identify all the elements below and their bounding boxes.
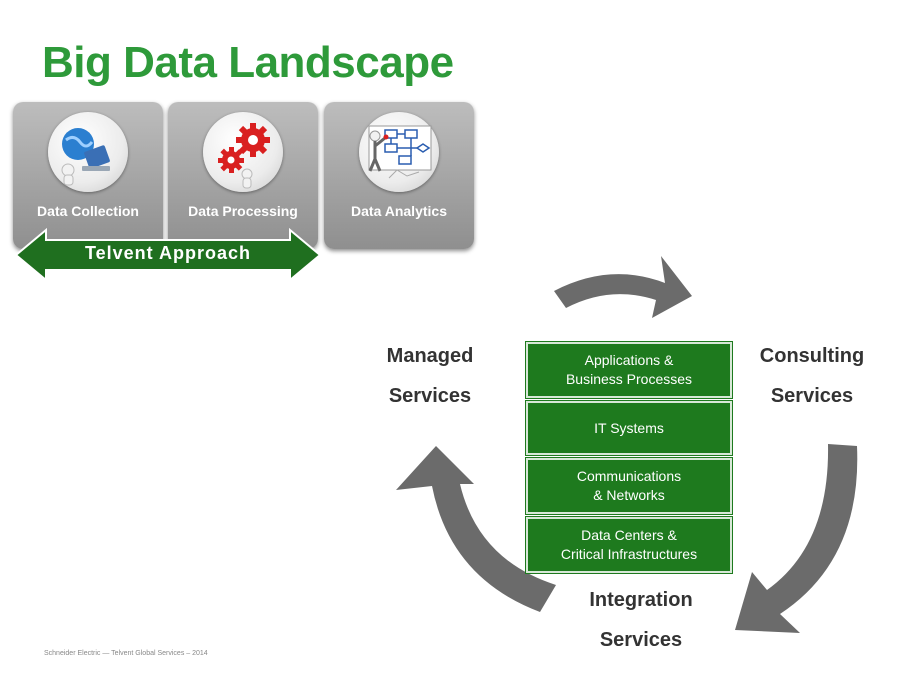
- footer-text: Schneider Electric — Telvent Global Serv…: [44, 650, 208, 657]
- cycle-arrow-top: [554, 256, 692, 318]
- page-title: Big Data Landscape: [42, 38, 454, 87]
- stack-data-centers: Data Centers &Critical Infrastructures: [526, 517, 732, 573]
- globe-laptop-icon: [48, 112, 128, 192]
- cycle-arrow-right: [735, 444, 858, 633]
- tile-data-collection: Data Collection: [13, 102, 163, 249]
- stack-it-systems: IT Systems: [526, 401, 732, 455]
- approach-label: Telvent Approach: [84, 243, 252, 263]
- tile-label: Data Collection: [37, 203, 139, 219]
- tile-data-processing: Data Processing: [168, 102, 318, 249]
- gears-icon: [203, 112, 283, 192]
- cycle-arrow-left: [396, 446, 556, 612]
- tile-label: Data Processing: [188, 203, 298, 219]
- tile-data-analytics: Data Analytics: [324, 102, 474, 249]
- stack-communications: Communications& Networks: [526, 458, 732, 514]
- stack-applications: Applications &Business Processes: [526, 342, 732, 398]
- tile-label: Data Analytics: [351, 203, 447, 219]
- double-arrow-icon: [16, 228, 320, 282]
- flowchart-icon: [359, 112, 439, 192]
